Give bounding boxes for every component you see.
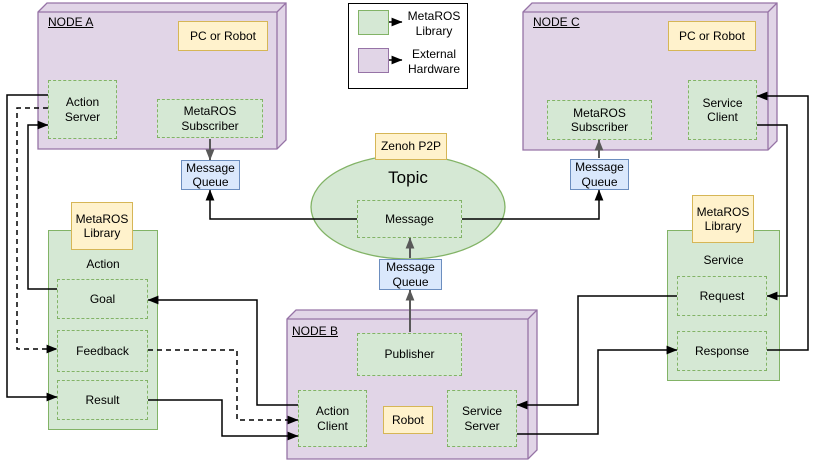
wire-message-to-node-a-queue <box>205 189 357 220</box>
node-c-title: NODE C <box>533 15 580 29</box>
wire-request-to-service-server <box>516 295 677 410</box>
wire-result-to-action-client <box>148 399 299 441</box>
service-server-box: Service Server <box>447 390 517 447</box>
response-box: Response <box>677 331 767 371</box>
goal-box: Goal <box>57 279 148 319</box>
node-a-message-queue: Message Queue <box>181 160 240 190</box>
service-client-box: Service Client <box>688 80 757 140</box>
topic-message-queue: Message Queue <box>379 259 442 290</box>
node-b-title: NODE B <box>292 324 339 338</box>
wire-message-to-node-c-queue <box>462 189 604 220</box>
feedback-box: Feedback <box>57 330 148 372</box>
request-box: Request <box>677 276 767 316</box>
node-b-hardware-badge: Robot <box>383 406 433 434</box>
legend-metaros-label: MetaROS Library <box>407 9 461 38</box>
wire-action-client-to-goal <box>147 295 298 406</box>
legend-external-label: External Hardware <box>407 47 461 76</box>
wire-service-server-to-response <box>517 345 678 435</box>
service-library-badge: MetaROS Library <box>692 195 754 243</box>
node-c-hardware-badge: PC or Robot <box>668 21 756 51</box>
topic-message-box: Message <box>357 200 462 238</box>
legend-metaros-swatch <box>358 10 389 35</box>
node-a-title: NODE A <box>48 15 94 29</box>
legend-external-swatch <box>358 48 389 73</box>
node-a-subscriber-box: MetaROS Subscriber <box>157 99 263 138</box>
action-group-label: Action <box>86 257 120 271</box>
legend <box>348 3 468 89</box>
action-library-badge: MetaROS Library <box>71 202 133 250</box>
result-box: Result <box>57 380 148 420</box>
service-group-label: Service <box>703 253 744 267</box>
action-client-box: Action Client <box>298 390 367 447</box>
node-a-hardware-badge: PC or Robot <box>178 21 268 51</box>
publisher-box: Publisher <box>357 333 462 376</box>
node-c-subscriber-box: MetaROS Subscriber <box>547 100 652 140</box>
topic-title: Topic <box>388 168 428 187</box>
zenoh-p2p-badge: Zenoh P2P <box>375 133 447 160</box>
action-server-box: Action Server <box>48 80 117 139</box>
node-c-message-queue: Message Queue <box>570 159 629 190</box>
wire-feedback-to-action-client <box>148 349 299 425</box>
